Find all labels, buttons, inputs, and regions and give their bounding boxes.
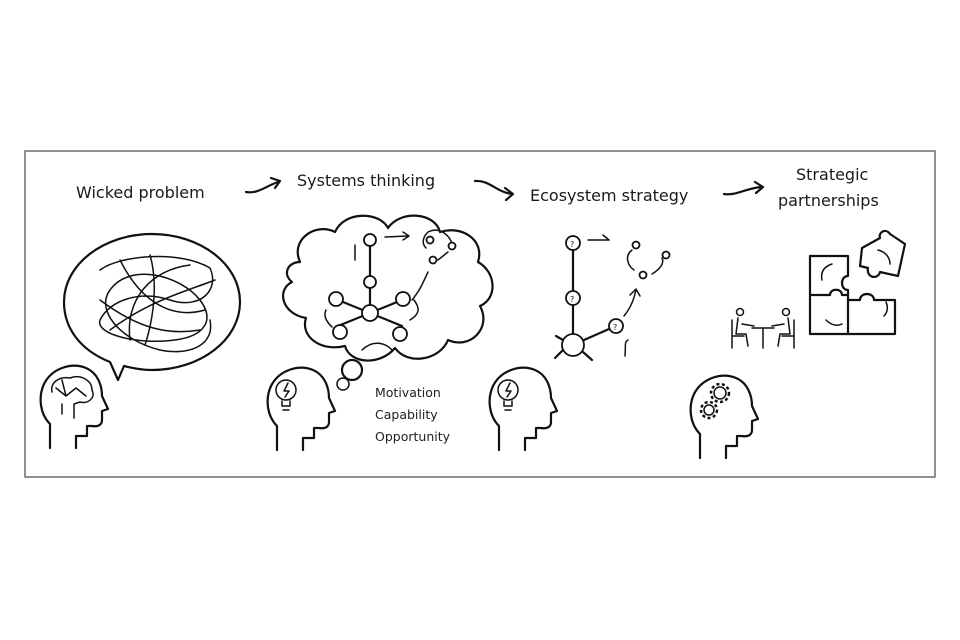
svg-text:?: ? (613, 323, 617, 332)
arrow-icon (473, 179, 515, 202)
thought-cloud (282, 214, 494, 391)
com-b-list: Motivation Capability Opportunity (375, 385, 451, 444)
svg-text:?: ? (570, 240, 574, 249)
stage-title-partnerships: partnerships (778, 191, 879, 210)
arrow-icon (244, 176, 282, 194)
gears-head-icon (689, 374, 760, 460)
brain-head-icon (39, 364, 110, 450)
stage-title-strategic: Strategic (796, 165, 868, 184)
lightbulb-head-icon (266, 366, 337, 452)
com-b-capability: Capability (375, 407, 438, 422)
svg-text:?: ? (570, 295, 574, 304)
arrow-icon (722, 180, 765, 196)
com-b-opportunity: Opportunity (375, 429, 451, 444)
meeting-people-icon (731, 307, 795, 349)
puzzle-pieces-icon (808, 229, 907, 336)
stage-title-systems-thinking: Systems thinking (297, 171, 435, 190)
stage-title-wicked-problem: Wicked problem (76, 183, 205, 202)
lightbulb-head-icon (488, 366, 559, 452)
speech-bubble-scribble-icon (62, 232, 242, 382)
stage-title-ecosystem-strategy: Ecosystem strategy (530, 186, 688, 205)
ecosystem-network-icon: ? ? ? (553, 234, 671, 362)
com-b-motivation: Motivation (375, 385, 441, 400)
